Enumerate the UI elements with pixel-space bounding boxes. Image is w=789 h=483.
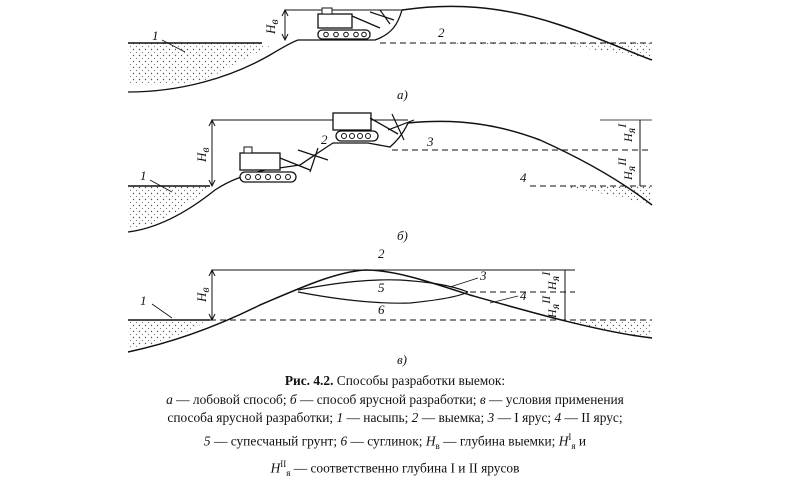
leader-3-c bbox=[449, 277, 479, 288]
leader-1-a bbox=[161, 39, 186, 53]
arrow-top-b bbox=[208, 118, 216, 127]
arrow-bot-b bbox=[208, 179, 216, 188]
caption-line-3: способа ярусной разработки; 1 — насыпь; … bbox=[167, 410, 623, 425]
leader-1-b bbox=[149, 179, 173, 193]
label-6-c: 6 bbox=[378, 302, 385, 317]
label-2-a: 2 bbox=[438, 25, 445, 40]
label-1-a: 1 bbox=[152, 28, 159, 43]
depth-label-b: Hв bbox=[194, 147, 212, 163]
hill-profile-c bbox=[127, 269, 653, 353]
slope-left-a bbox=[127, 39, 299, 93]
tier1-label-b: HяI bbox=[615, 123, 638, 143]
bench-lower-b bbox=[299, 122, 409, 166]
tier1-label-c: HяI bbox=[539, 271, 562, 291]
label-1-c: 1 bbox=[140, 293, 147, 308]
label-4-b: 4 bbox=[520, 170, 527, 185]
panel-a: 1 2 Hв а) bbox=[127, 5, 653, 102]
caption-line-4: 5 — супесчаный грунт; 6 — суглинок; Hв —… bbox=[203, 431, 587, 451]
caption-title: Рис. 4.2. Способы разработки выемок: bbox=[284, 373, 506, 388]
label-2-b: 2 bbox=[321, 132, 328, 147]
embankment-fill-b bbox=[128, 186, 208, 228]
arrow-top-a bbox=[281, 8, 289, 17]
tier2-label-b: HяII bbox=[615, 157, 638, 181]
label-1-b: 1 bbox=[140, 168, 147, 183]
leader-1-c bbox=[151, 303, 173, 319]
caption-line-5: HIIя — соответственно глубина I и II яру… bbox=[270, 459, 520, 479]
label-3-b: 3 bbox=[426, 134, 434, 149]
panel-label-c: в) bbox=[397, 352, 407, 367]
label-2-c: 2 bbox=[378, 246, 385, 261]
embankment-fill-a bbox=[128, 43, 270, 85]
arrow-bot-c bbox=[208, 313, 216, 322]
figure-caption: Рис. 4.2. Способы разработки выемок: а —… bbox=[90, 372, 700, 483]
leader-4-c bbox=[489, 295, 519, 304]
tier2-label-c: HяII bbox=[539, 295, 562, 319]
depth-label-c: Hв bbox=[194, 287, 212, 303]
embankment-fill-c bbox=[128, 320, 210, 348]
panel-label-b: б) bbox=[397, 228, 408, 243]
panel-label-a: а) bbox=[397, 87, 408, 102]
arrow-bot-a bbox=[281, 33, 289, 42]
ground-fill-right-b bbox=[560, 186, 652, 205]
arrow-top-c bbox=[208, 268, 216, 277]
label-4-c: 4 bbox=[520, 288, 527, 303]
label-3-c: 3 bbox=[479, 268, 487, 283]
excavator-upper-b bbox=[332, 112, 415, 142]
excavation-face-a bbox=[298, 9, 403, 41]
hill-profile-b bbox=[407, 120, 653, 206]
panel-b: 1 2 3 4 Hв HяI HяII б) bbox=[127, 112, 653, 243]
hill-profile-a bbox=[401, 5, 653, 61]
layer-boundary-top-c bbox=[297, 279, 469, 293]
caption-line-2: а — лобовой способ; б — способ ярусной р… bbox=[166, 391, 624, 407]
excavator-lower-b bbox=[239, 146, 329, 183]
label-5-c: 5 bbox=[378, 280, 385, 295]
layer-boundary-bottom-c bbox=[297, 291, 469, 304]
depth-label-a: Hв bbox=[263, 19, 281, 35]
excavator-a bbox=[317, 7, 395, 40]
cut-fill-a bbox=[390, 43, 652, 60]
panel-c: 1 2 3 4 5 6 Hв HяI HяII в) bbox=[127, 246, 653, 367]
